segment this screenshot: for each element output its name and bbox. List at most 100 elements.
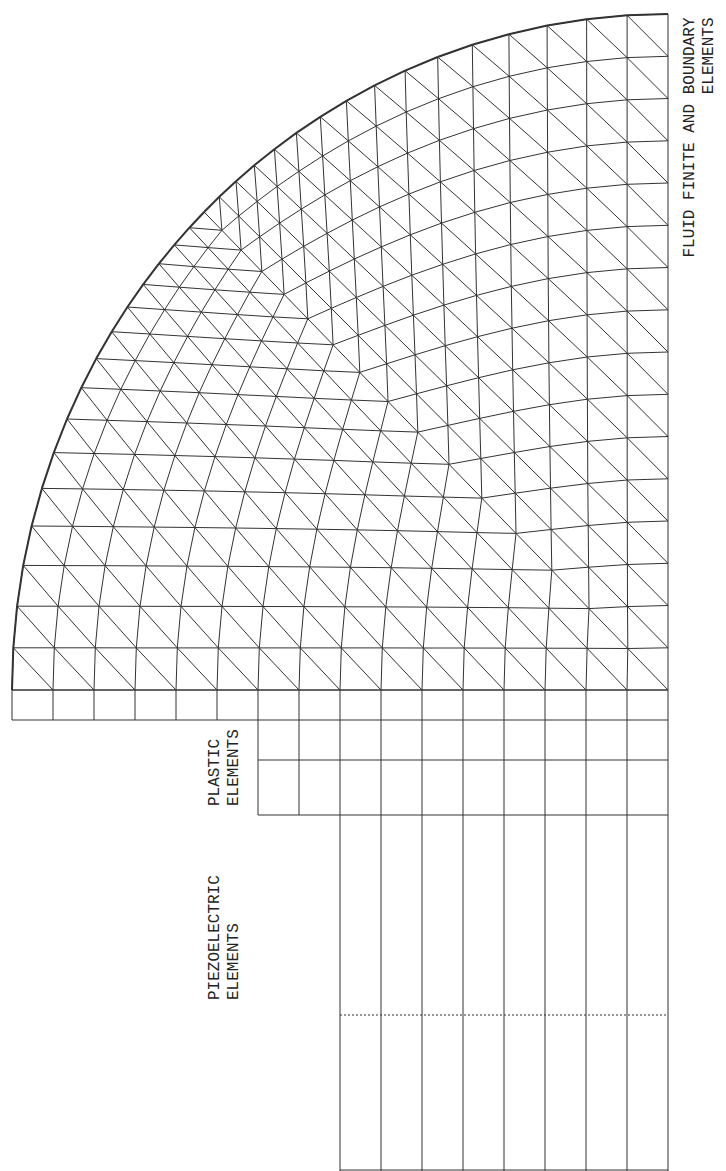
fluid-element-edge [181, 606, 222, 607]
fluid-element-edge [438, 45, 473, 57]
fluid-element-diagonal [238, 315, 262, 341]
fluid-element-edge [550, 441, 588, 446]
fluid-element-diagonal [552, 570, 589, 608]
fluid-element-edge [474, 212, 476, 254]
fluid-element-edge [83, 488, 124, 490]
fluid-element-edge [269, 529, 277, 567]
fluid-element-edge [627, 565, 628, 607]
fluid-element-edge [404, 496, 443, 497]
fluid-element-diagonal [23, 565, 58, 606]
fluid-element-diagonal [547, 68, 587, 104]
fluid-element-edge [376, 112, 406, 126]
fluid-element-edge [408, 153, 409, 194]
fluid-element-edge [387, 364, 388, 402]
fluid-element-edge [391, 567, 432, 569]
fluid-element-edge [201, 312, 237, 315]
fluid-element-edge [627, 14, 668, 15]
fluid-element-edge [548, 237, 549, 279]
fluid-element-edge [204, 457, 215, 491]
fluid-element-diagonal [548, 279, 587, 315]
boundary-element [159, 245, 174, 264]
fluid-element-edge [317, 494, 325, 530]
fluid-element-diagonal [627, 565, 668, 606]
fluid-element-edge [212, 339, 225, 365]
fluid-element-diagonal [269, 567, 304, 607]
fluid-element-edge [627, 480, 628, 522]
fluid-element-edge [154, 490, 164, 527]
fluid-element-edge [413, 305, 444, 315]
fluid-element-diagonal [327, 233, 354, 259]
fluid-element-edge [444, 295, 477, 305]
fluid-element-edge [260, 223, 280, 237]
fluid-element-diagonal [199, 393, 226, 425]
fluid-element-edge [627, 310, 668, 311]
fluid-element-diagonal [510, 203, 548, 237]
fluid-element-edge [13, 647, 54, 648]
fluid-element-diagonal [295, 459, 326, 494]
fluid-element-diagonal [135, 361, 160, 391]
fluid-element-edge [510, 152, 548, 160]
fluid-element-edge [222, 566, 228, 606]
fluid-element-diagonal [432, 568, 468, 607]
fluid-element-edge [340, 648, 341, 690]
fluid-element-diagonal [324, 371, 352, 400]
fluid-element-edge [226, 425, 265, 427]
fluid-element-edge [304, 428, 342, 430]
fluid-element-edge [381, 247, 383, 287]
fluid-element-diagonal [448, 425, 481, 458]
fluid-element-edge [380, 194, 409, 207]
fluid-element-diagonal [589, 609, 628, 649]
fluid-element-edge [668, 437, 669, 479]
plastic-element-edge [504, 720, 505, 815]
fluid-element-diagonal [105, 566, 140, 607]
fluid-element-edge [273, 294, 284, 317]
fluid-element-edge [143, 284, 179, 287]
fluid-element-diagonal [310, 567, 345, 607]
fluid-element-edge [299, 156, 323, 171]
fluid-element-edge [257, 201, 260, 236]
fluid-element-edge [413, 315, 415, 355]
fluid-element-edge [351, 400, 388, 402]
fluid-element-edge [376, 126, 378, 167]
fluid-element-edge [668, 268, 669, 310]
fluid-element-diagonal [164, 490, 195, 527]
fluid-element-edge [513, 411, 515, 452]
fluid-element-edge [58, 566, 64, 607]
fluid-element-diagonal [509, 76, 547, 110]
fluid-element-edge [449, 459, 481, 465]
fluid-element-diagonal [415, 355, 447, 386]
fluid-element-edge [329, 271, 331, 308]
fluid-element-diagonal [474, 129, 510, 161]
fluid-element-edge [208, 248, 241, 251]
fluid-element-diagonal [405, 71, 438, 99]
fluid-element-edge [365, 462, 373, 495]
fluid-element-edge [150, 334, 188, 336]
fluid-element-diagonal [627, 522, 668, 563]
fluid-element-edge [477, 286, 512, 295]
fluid-element-edge [177, 647, 218, 648]
fluid-element-edge [398, 496, 405, 531]
fluid-element-diagonal [408, 153, 441, 182]
piezo-element-edge [586, 815, 587, 1171]
fluid-element-edge [320, 117, 322, 156]
boundary-element [143, 264, 159, 285]
fluid-element-diagonal [350, 567, 385, 607]
fluid-element-diagonal [514, 453, 550, 489]
plastic-element-edge [12, 690, 13, 720]
fluid-element-edge [164, 456, 175, 491]
fluid-element-edge [588, 522, 627, 525]
fluid-element-diagonal [365, 495, 398, 531]
fluid-element-edge [587, 609, 589, 649]
fluid-element-edge [509, 118, 510, 160]
fluid-element-edge [479, 370, 513, 378]
fluid-element-edge [627, 479, 668, 480]
fluid-element-edge [304, 606, 345, 607]
fluid-element-diagonal [208, 248, 228, 270]
fluid-element-diagonal [411, 463, 443, 497]
fluid-element-edge [514, 453, 516, 494]
fluid-element-edge [146, 527, 154, 566]
fluid-element-diagonal [482, 498, 516, 533]
fluid-element-diagonal [245, 492, 276, 529]
fluid-element-edge [250, 292, 284, 294]
fluid-element-edge [17, 565, 23, 606]
